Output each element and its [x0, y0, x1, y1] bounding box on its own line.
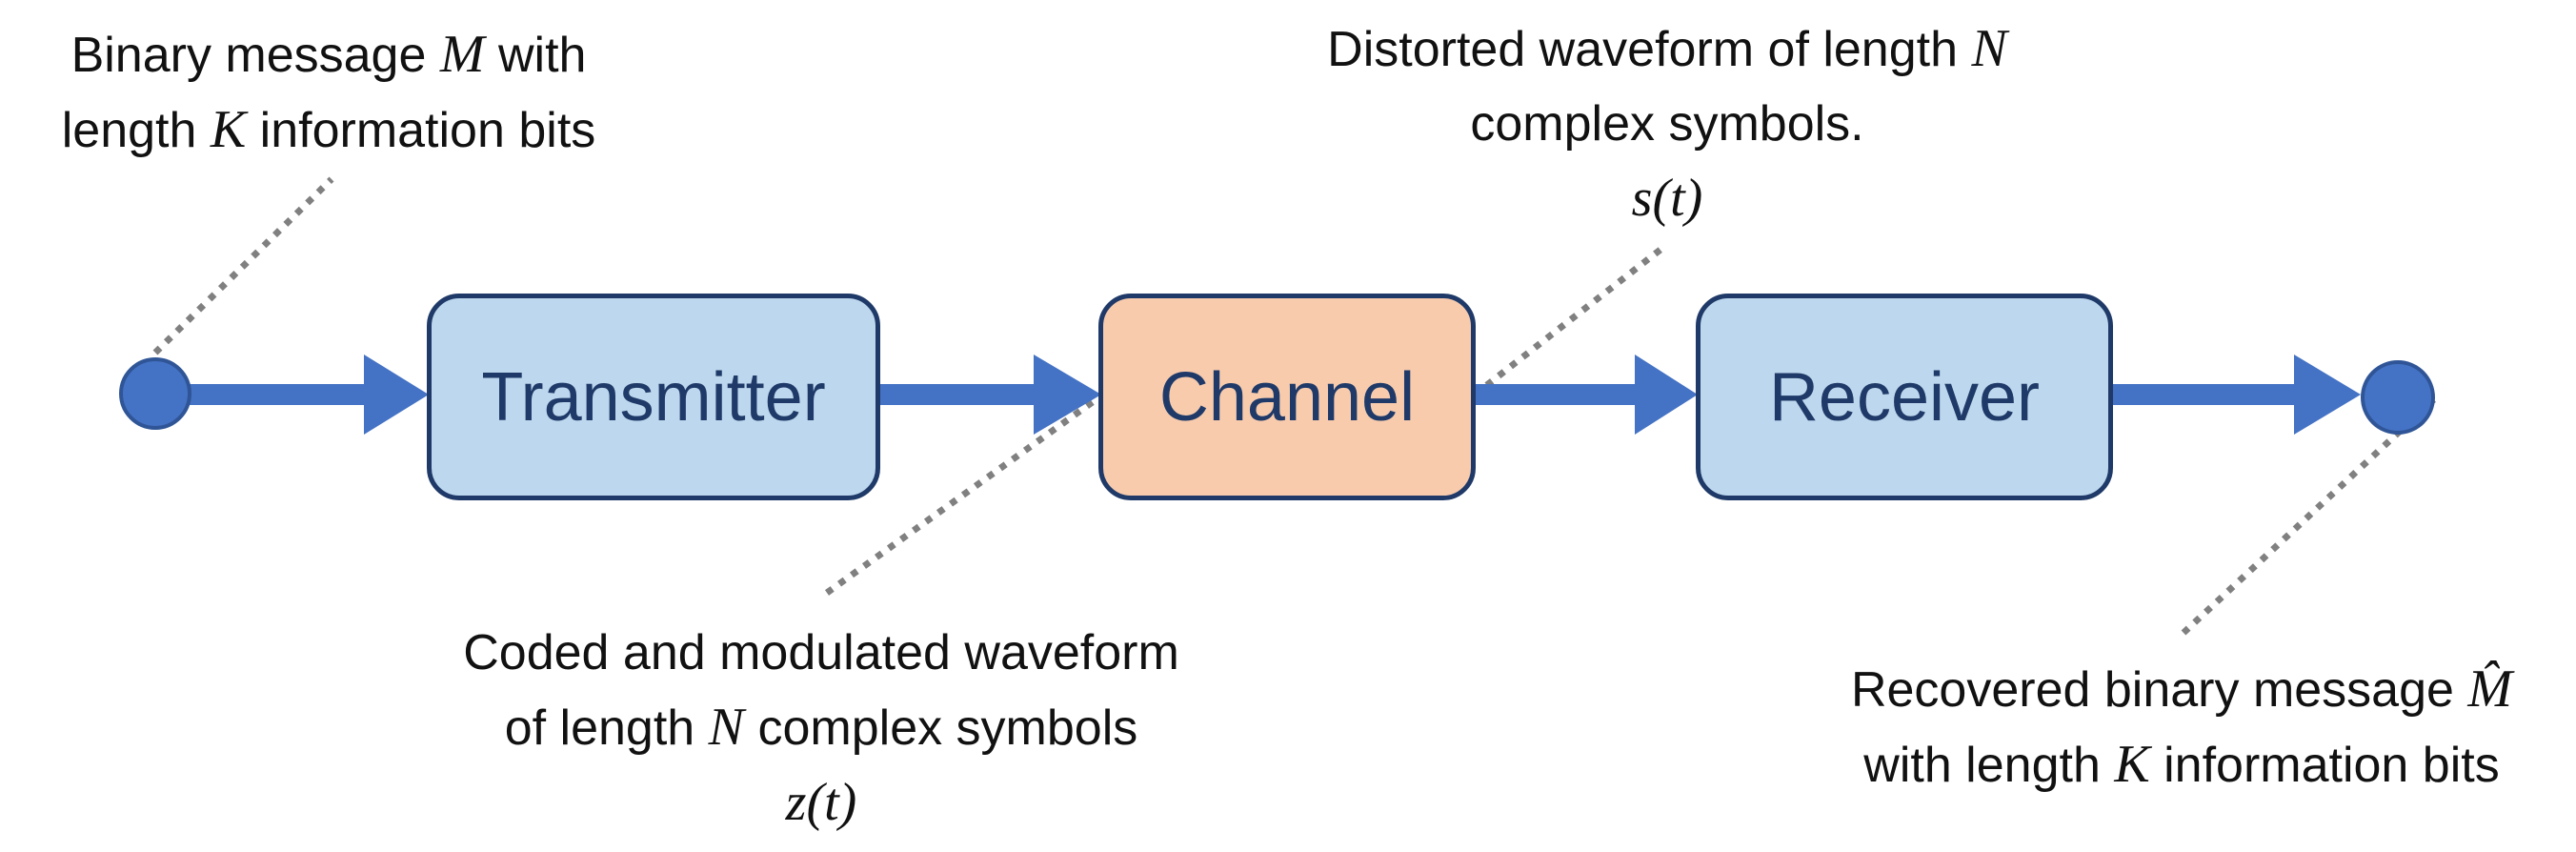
- distorted-caption-line-1: Distorted waveform of length N: [1327, 19, 2007, 78]
- coded-caption-line-1: Coded and modulated waveform: [463, 625, 1179, 680]
- coded-caption-line-2: of length N complex symbols: [504, 698, 1138, 757]
- receiver-block: Receiver: [1696, 294, 2113, 500]
- distorted-caption-line-2: complex symbols.: [1470, 96, 1864, 152]
- coded-waveform-caption: Coded and modulated waveform of length N…: [381, 616, 1261, 840]
- arrow-source-to-transmitter-shaft: [186, 384, 369, 405]
- arrow-source-to-transmitter-head: [364, 355, 429, 435]
- input-message-caption: Binary message M with length K informati…: [0, 17, 657, 168]
- transmitter-label: Transmitter: [481, 358, 826, 436]
- channel-label: Channel: [1158, 358, 1416, 436]
- distorted-caption-symbol: s(t): [1631, 169, 1703, 228]
- arrow-channel-to-receiver-shaft: [1475, 384, 1640, 405]
- arrow-transmitter-to-channel-shaft: [878, 384, 1038, 405]
- transmitter-block: Transmitter: [427, 294, 880, 500]
- arrow-receiver-to-sink-head: [2294, 355, 2361, 435]
- recovered-leader-line: [2181, 396, 2438, 636]
- sink-node-icon: [2361, 360, 2435, 435]
- recovered-caption-line-1: Recovered binary message M̂: [1850, 659, 2513, 719]
- recovered-caption-line-2: with length K information bits: [1863, 735, 2500, 794]
- distorted-leader-line: [1472, 243, 1668, 397]
- signal-arrows: [186, 355, 2361, 435]
- distorted-waveform-caption: Distorted waveform of length N complex s…: [1238, 11, 2096, 235]
- input-caption-line-1: Binary message M with: [70, 25, 587, 84]
- coded-caption-symbol: z(t): [785, 773, 857, 832]
- channel-block: Channel: [1098, 294, 1476, 500]
- input-leader-line: [152, 176, 334, 355]
- arrow-receiver-to-sink-shaft: [2112, 384, 2299, 405]
- recovered-message-caption: Recovered binary message M̂ with length …: [1791, 652, 2572, 802]
- input-caption-line-2: length K information bits: [61, 100, 596, 159]
- arrow-channel-to-receiver-head: [1635, 355, 1698, 435]
- source-node-icon: [119, 357, 191, 430]
- arrow-transmitter-to-channel-head: [1034, 355, 1101, 435]
- receiver-label: Receiver: [1768, 358, 2041, 436]
